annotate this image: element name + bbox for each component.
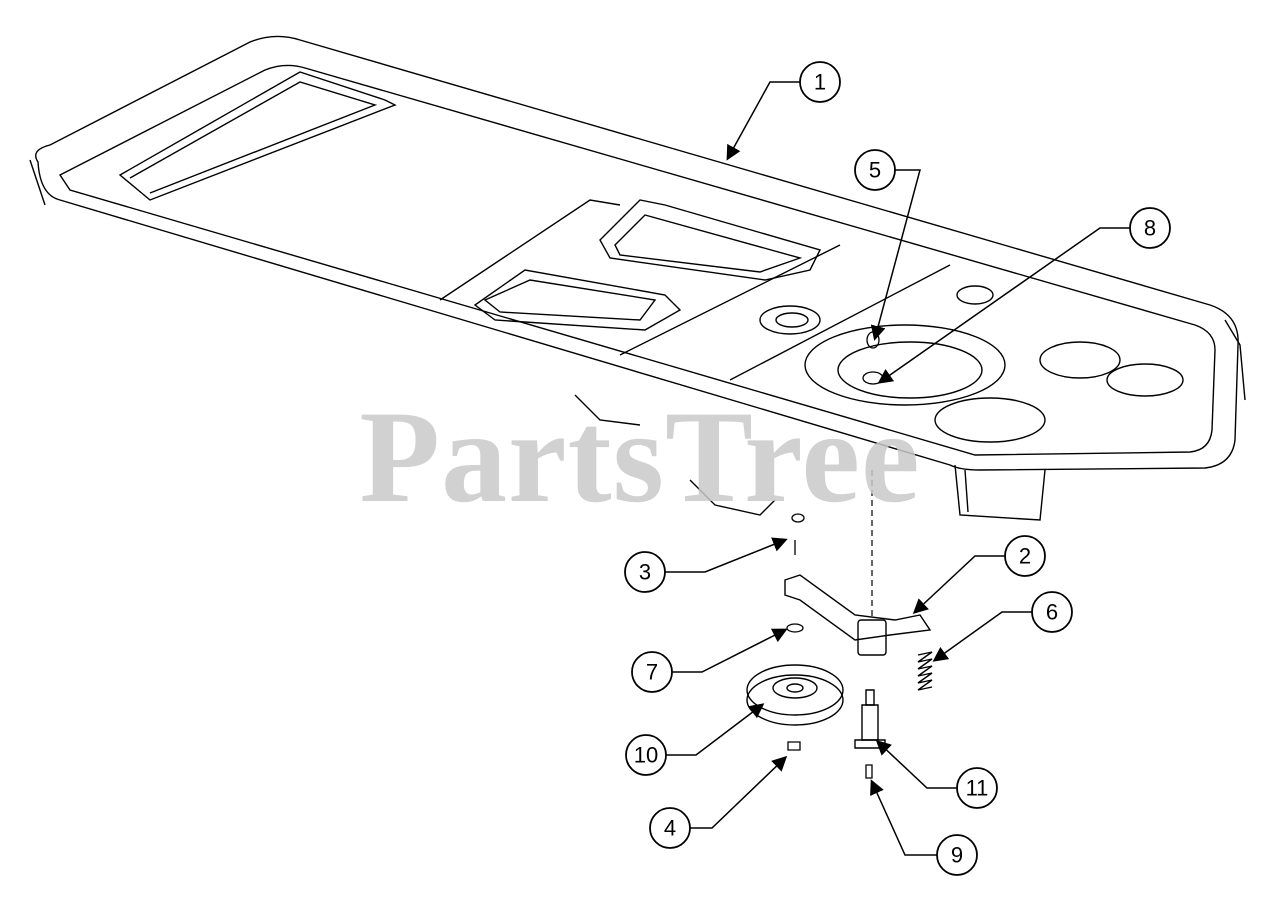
callout-4: 4	[649, 807, 691, 849]
callout-3: 3	[624, 551, 666, 593]
svg-text:2: 2	[1019, 544, 1031, 569]
svg-text:8: 8	[1144, 216, 1156, 241]
svg-text:11: 11	[966, 776, 989, 801]
small-hardware	[786, 331, 884, 779]
callout-1: 1	[799, 61, 841, 103]
callout-6: 6	[1031, 591, 1073, 633]
callout-11: 11	[956, 767, 998, 809]
svg-text:10: 10	[634, 743, 658, 768]
svg-text:5: 5	[869, 158, 881, 183]
deck-frame	[29, 35, 1246, 521]
svg-text:9: 9	[951, 843, 963, 868]
callout-10: 10	[625, 734, 667, 776]
svg-text:7: 7	[646, 660, 658, 685]
callout-5: 5	[854, 149, 896, 191]
callout-7: 7	[631, 651, 673, 693]
leader-lines	[660, 81, 1130, 856]
idler-pulley	[746, 664, 844, 726]
idler-arm	[784, 574, 932, 656]
svg-text:6: 6	[1046, 600, 1058, 625]
svg-text:4: 4	[664, 816, 676, 841]
spring	[917, 651, 933, 691]
callout-8: 8	[1129, 207, 1171, 249]
callout-2: 2	[1004, 535, 1046, 577]
callout-9: 9	[936, 834, 978, 876]
svg-text:3: 3	[639, 560, 651, 585]
shoulder-bolt	[854, 689, 886, 749]
svg-text:1: 1	[814, 70, 826, 95]
